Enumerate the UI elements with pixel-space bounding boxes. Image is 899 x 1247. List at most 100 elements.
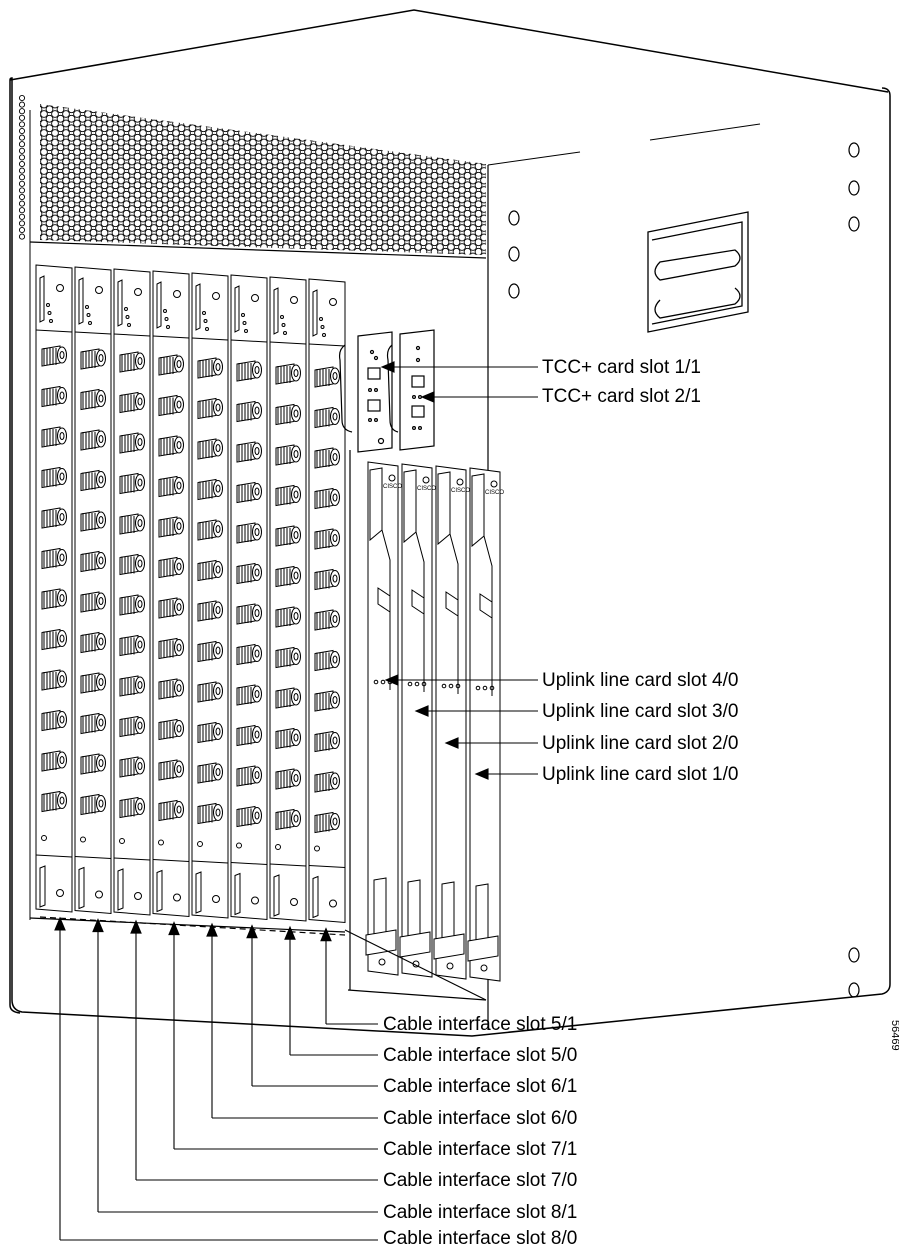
- f-connector[interactable]: [41, 709, 67, 732]
- f-connector[interactable]: [314, 568, 340, 591]
- f-connector[interactable]: [275, 444, 301, 466]
- f-connector[interactable]: [158, 475, 184, 498]
- f-connector[interactable]: [314, 366, 340, 388]
- f-connector[interactable]: [158, 718, 184, 741]
- f-connector[interactable]: [80, 510, 106, 532]
- f-connector[interactable]: [275, 646, 301, 669]
- cable-interface-card-8-0[interactable]: [35, 264, 73, 913]
- f-connector[interactable]: [275, 687, 301, 709]
- f-connector[interactable]: [314, 811, 340, 834]
- f-connector[interactable]: [314, 730, 340, 753]
- f-connector[interactable]: [158, 678, 184, 700]
- f-connector[interactable]: [80, 429, 106, 451]
- f-connector[interactable]: [80, 591, 106, 613]
- f-connector[interactable]: [41, 385, 67, 408]
- f-connector[interactable]: [119, 796, 145, 819]
- f-connector[interactable]: [158, 435, 184, 457]
- f-connector[interactable]: [158, 556, 184, 579]
- f-connector[interactable]: [314, 487, 340, 510]
- cable-interface-card-7-1[interactable]: [152, 270, 190, 918]
- f-connector[interactable]: [236, 643, 262, 666]
- f-connector[interactable]: [197, 600, 223, 622]
- f-connector[interactable]: [80, 672, 106, 694]
- f-connector[interactable]: [80, 469, 106, 492]
- f-connector[interactable]: [41, 466, 67, 489]
- cable-interface-card-7-0[interactable]: [113, 268, 151, 916]
- f-connector[interactable]: [197, 357, 223, 379]
- f-connector[interactable]: [119, 594, 145, 616]
- f-connector[interactable]: [41, 628, 67, 651]
- f-connector[interactable]: [119, 553, 145, 576]
- f-connector[interactable]: [158, 637, 184, 660]
- f-connector[interactable]: [275, 606, 301, 628]
- f-connector[interactable]: [275, 808, 301, 831]
- cable-interface-card-6-0[interactable]: [191, 272, 229, 919]
- f-connector[interactable]: [275, 484, 301, 507]
- f-connector[interactable]: [275, 525, 301, 547]
- f-connector[interactable]: [80, 550, 106, 573]
- f-connector[interactable]: [41, 547, 67, 570]
- f-connector[interactable]: [197, 762, 223, 784]
- uplink-line-card-2-0[interactable]: CISCO: [433, 465, 470, 980]
- f-connector[interactable]: [158, 354, 184, 376]
- cable-interface-card-5-0[interactable]: [269, 276, 307, 922]
- uplink-line-card-1-0[interactable]: CISCO: [467, 467, 504, 982]
- f-connector[interactable]: [236, 562, 262, 585]
- f-connector[interactable]: [314, 649, 340, 672]
- f-connector[interactable]: [80, 388, 106, 411]
- f-connector[interactable]: [158, 799, 184, 822]
- f-connector[interactable]: [197, 478, 223, 501]
- f-connector[interactable]: [80, 753, 106, 775]
- f-connector[interactable]: [41, 345, 67, 367]
- f-connector[interactable]: [275, 768, 301, 790]
- f-connector[interactable]: [80, 712, 106, 735]
- f-connector[interactable]: [119, 756, 145, 778]
- f-connector[interactable]: [197, 559, 223, 582]
- f-connector[interactable]: [197, 721, 223, 744]
- f-connector[interactable]: [119, 634, 145, 657]
- f-connector[interactable]: [197, 640, 223, 663]
- f-connector[interactable]: [197, 681, 223, 703]
- f-connector[interactable]: [80, 793, 106, 816]
- uplink-line-card-4-0[interactable]: CISCO: [365, 461, 402, 976]
- f-connector[interactable]: [314, 447, 340, 469]
- f-connector[interactable]: [197, 519, 223, 541]
- uplink-line-card-3-0[interactable]: CISCO: [399, 463, 436, 978]
- f-connector[interactable]: [119, 391, 145, 414]
- f-connector[interactable]: [197, 397, 223, 420]
- f-connector[interactable]: [236, 400, 262, 423]
- f-connector[interactable]: [236, 805, 262, 828]
- f-connector[interactable]: [41, 669, 67, 691]
- f-connector[interactable]: [275, 403, 301, 426]
- f-connector[interactable]: [158, 394, 184, 417]
- f-connector[interactable]: [275, 727, 301, 750]
- f-connector[interactable]: [158, 597, 184, 619]
- f-connector[interactable]: [41, 790, 67, 813]
- f-connector[interactable]: [41, 588, 67, 610]
- f-connector[interactable]: [314, 771, 340, 793]
- f-connector[interactable]: [158, 759, 184, 781]
- cable-interface-card-5-1[interactable]: [308, 278, 346, 924]
- f-connector[interactable]: [236, 522, 262, 544]
- f-connector[interactable]: [314, 609, 340, 631]
- tcc-card-slot-2-1[interactable]: [386, 329, 435, 451]
- f-connector[interactable]: [119, 432, 145, 454]
- f-connector[interactable]: [314, 690, 340, 712]
- f-connector[interactable]: [236, 360, 262, 382]
- f-connector[interactable]: [80, 348, 106, 370]
- f-connector[interactable]: [41, 426, 67, 448]
- f-connector[interactable]: [236, 765, 262, 787]
- f-connector[interactable]: [197, 802, 223, 825]
- f-connector[interactable]: [119, 675, 145, 697]
- f-connector[interactable]: [80, 631, 106, 654]
- f-connector[interactable]: [275, 363, 301, 385]
- f-connector[interactable]: [314, 528, 340, 550]
- f-connector[interactable]: [41, 507, 67, 529]
- tcc-card-slot-1-1[interactable]: [338, 331, 393, 453]
- f-connector[interactable]: [314, 406, 340, 429]
- f-connector[interactable]: [119, 513, 145, 535]
- f-connector[interactable]: [275, 565, 301, 588]
- f-connector[interactable]: [119, 472, 145, 495]
- f-connector[interactable]: [41, 750, 67, 772]
- cable-interface-card-8-1[interactable]: [74, 266, 112, 915]
